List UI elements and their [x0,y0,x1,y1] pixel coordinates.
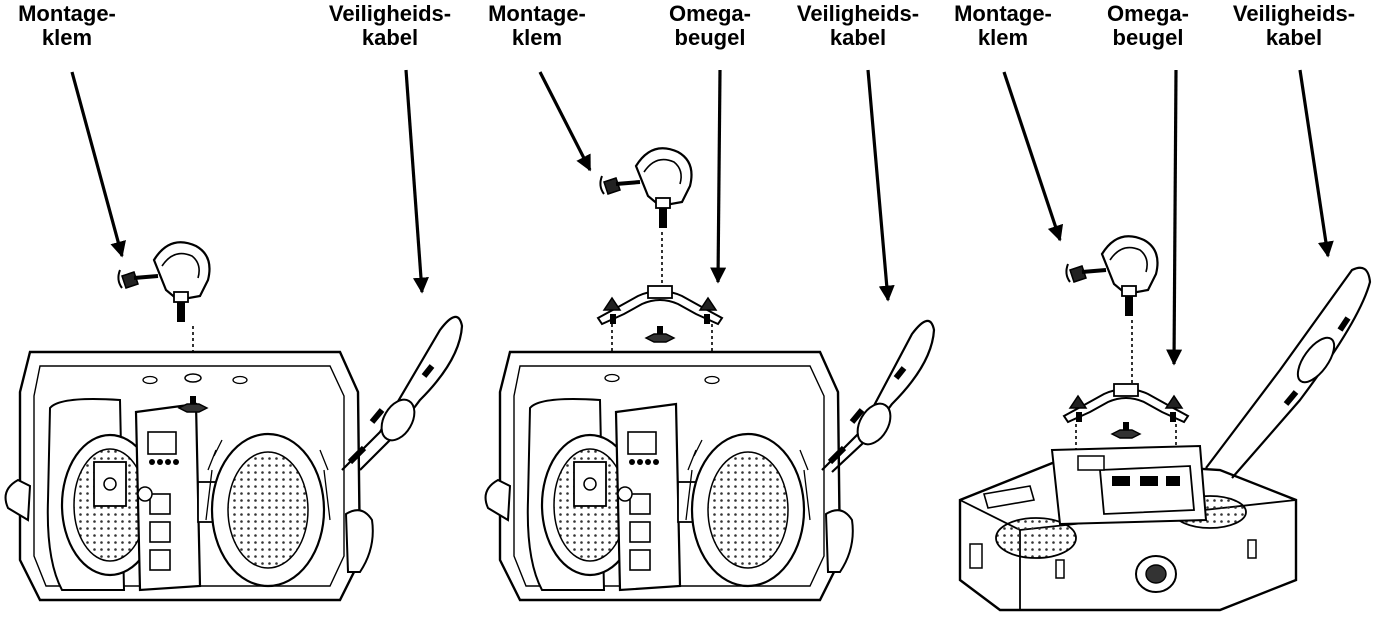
panel-2-clamp-with-omega [484,69,936,602]
label-line: beugel [1112,25,1184,50]
label-omega-bracket-2: Omega- beugel [660,2,760,50]
label-line: Montage- [954,1,1052,26]
label-line: Omega- [1107,1,1189,26]
label-mounting-clamp-2: Montage- klem [478,2,596,50]
label-line: klem [511,25,563,50]
label-mounting-clamp-3: Montage- klem [944,2,1062,50]
label-line: kabel [829,25,887,50]
label-line: kabel [1265,25,1323,50]
label-line: beugel [674,25,746,50]
label-mounting-clamp-1: Montage- klem [8,2,126,50]
label-omega-bracket-3: Omega- beugel [1098,2,1198,50]
label-line: Montage- [488,1,586,26]
panel-3-fixture-on-back [958,69,1372,612]
label-safety-cable-2: Veiligheids- kabel [786,2,930,50]
label-line: Veiligheids- [1232,1,1356,26]
label-safety-cable-1: Veiligheids- kabel [318,2,462,50]
label-line: Omega- [669,1,751,26]
label-line: Veiligheids- [328,1,452,26]
label-line: klem [977,25,1029,50]
panel-1-clamp-only [4,69,464,602]
label-line: Montage- [18,1,116,26]
label-line: kabel [361,25,419,50]
label-line: Veiligheids- [796,1,920,26]
label-line: klem [41,25,93,50]
label-safety-cable-3: Veiligheids- kabel [1222,2,1366,50]
